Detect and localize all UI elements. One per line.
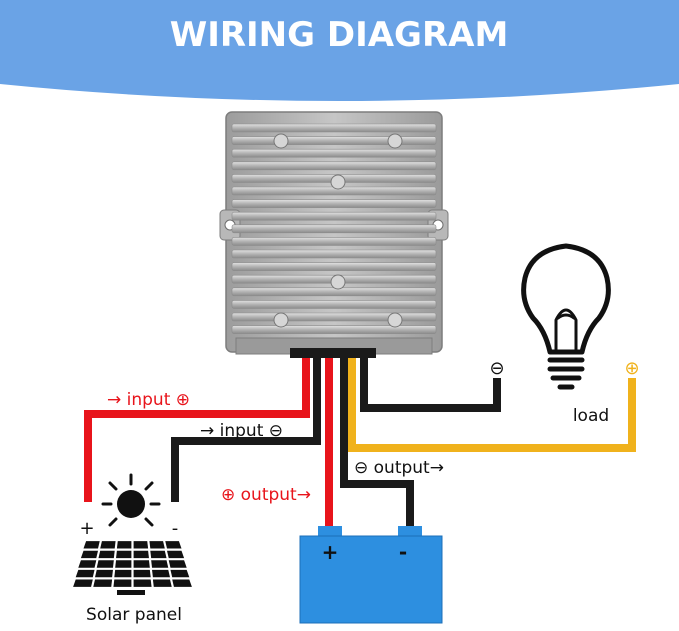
heatsink-fin xyxy=(231,249,437,259)
input-negative-label: → input ⊖ xyxy=(200,421,283,441)
solar-cell xyxy=(93,579,113,587)
heatsink-fin xyxy=(231,237,437,246)
heatsink-fin xyxy=(231,123,437,133)
solar-cell xyxy=(133,550,149,559)
heatsink-fin xyxy=(231,148,437,158)
heatsink-fin xyxy=(231,325,437,334)
sun-icon xyxy=(101,473,161,527)
solar-cell xyxy=(172,579,192,587)
wire-output-negative xyxy=(340,355,414,528)
solar-cell xyxy=(83,541,100,549)
solar-cell xyxy=(133,560,150,568)
wire-load-negative xyxy=(360,355,501,412)
solar-panel-icon xyxy=(73,541,192,587)
heatsink-fin xyxy=(231,312,437,322)
solar-positive-label: + xyxy=(79,518,94,539)
solar-cell xyxy=(149,541,165,549)
heatsink-fin xyxy=(231,224,437,234)
solar-panel-label: Solar panel xyxy=(86,605,182,625)
heatsink-fin xyxy=(231,199,437,208)
battery-positive-label: + xyxy=(322,540,339,564)
header-banner xyxy=(0,0,679,101)
load-negative-symbol: ⊖ xyxy=(489,358,504,379)
page-title: WIRING DIAGRAM xyxy=(170,15,509,55)
load-positive-symbol: ⊕ xyxy=(624,358,639,379)
wire-load-positive xyxy=(348,355,636,452)
heatsink-fin xyxy=(231,300,437,309)
output-negative-label: ⊖ output→ xyxy=(354,458,444,478)
solar-cell xyxy=(100,541,116,549)
wire-input-negative xyxy=(171,355,321,502)
solar-cell xyxy=(150,550,167,559)
solar-negative-label: - xyxy=(172,518,179,539)
solar-cell xyxy=(133,569,151,578)
solar-cell xyxy=(167,550,185,559)
solar-cell xyxy=(98,550,115,559)
solar-cell xyxy=(113,579,132,587)
solar-cell xyxy=(152,569,170,578)
solar-cell xyxy=(95,569,113,578)
solar-cell xyxy=(116,541,132,549)
solar-cell xyxy=(152,579,172,587)
heatsink-fin xyxy=(231,262,437,271)
light-bulb-icon xyxy=(521,243,611,390)
heatsink-fin xyxy=(231,287,437,297)
solar-cell xyxy=(80,550,98,559)
solar-cell xyxy=(133,579,152,587)
battery-negative-label: - xyxy=(399,540,407,564)
solar-cell xyxy=(151,560,169,568)
solar-cell xyxy=(114,569,132,578)
solar-cell xyxy=(170,569,190,578)
solar-cell xyxy=(75,569,95,578)
load-label: load xyxy=(573,406,609,426)
solar-panel-stand xyxy=(117,590,145,595)
solar-cell xyxy=(73,579,93,587)
solar-cell xyxy=(133,541,149,549)
heatsink-fin xyxy=(231,161,437,171)
solar-cell xyxy=(78,560,97,568)
solar-cell xyxy=(96,560,114,568)
battery-icon xyxy=(299,526,443,624)
dc-converter-module-icon xyxy=(219,111,449,358)
solar-cell xyxy=(115,560,132,568)
input-positive-label: → input ⊕ xyxy=(107,390,190,410)
solar-cell xyxy=(116,550,132,559)
heatsink-fin xyxy=(231,136,437,145)
solar-cell xyxy=(165,541,182,549)
wire-input-positive xyxy=(84,355,310,502)
heatsink-fin xyxy=(231,211,437,221)
wires xyxy=(84,355,636,528)
solar-cell xyxy=(168,560,187,568)
output-positive-label: ⊕ output→ xyxy=(221,485,311,505)
